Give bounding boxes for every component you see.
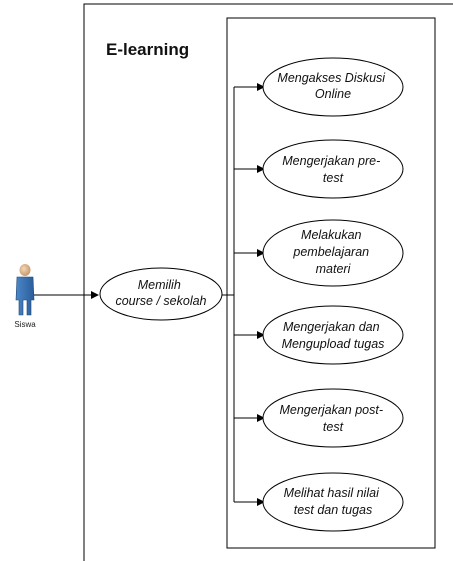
use-case-label: Mengakses Diskusi Online bbox=[277, 71, 388, 101]
use-case-label: Mengerjakan post- test bbox=[279, 403, 386, 434]
actor-body-icon bbox=[15, 276, 35, 316]
use-case-ellipse bbox=[262, 388, 404, 448]
use-case-label-line: Online bbox=[315, 87, 351, 101]
use-case-melakukan-pembelajaran: Melakukan pembelajaran materi bbox=[262, 219, 404, 287]
use-case-label: Melihat hasil nilai test dan tugas bbox=[284, 486, 383, 517]
use-case-melihat-hasil-nilai: Melihat hasil nilai test dan tugas bbox=[262, 472, 404, 532]
use-case-label-line: test bbox=[323, 171, 344, 185]
use-case-label-line: Melihat hasil nilai bbox=[284, 486, 380, 500]
use-case-label-line: materi bbox=[316, 262, 352, 276]
use-case-label-line: Memilih bbox=[138, 278, 181, 292]
system-boundary bbox=[83, 3, 453, 561]
use-case-label-line: Mengerjakan pre- bbox=[282, 154, 380, 168]
use-case-label: Mengerjakan dan Mengupload tugas bbox=[282, 320, 385, 351]
actor-siswa: Siswa bbox=[14, 264, 36, 329]
use-case-ellipse bbox=[99, 267, 223, 321]
use-case-label-line: Mengerjakan post- bbox=[279, 403, 383, 417]
use-case-label: Memilih course / sekolah bbox=[115, 278, 206, 308]
use-case-label: Melakukan pembelajaran materi bbox=[292, 228, 372, 276]
actor-label: Siswa bbox=[14, 320, 36, 329]
system-title: E-learning bbox=[106, 40, 189, 59]
use-case-ellipse bbox=[262, 472, 404, 532]
use-case-ellipse bbox=[262, 57, 404, 117]
use-case-ellipse bbox=[262, 139, 404, 199]
use-case-mengerjakan-tugas: Mengerjakan dan Mengupload tugas bbox=[262, 305, 404, 365]
use-case-label-line: test bbox=[323, 420, 344, 434]
use-case-mengerjakan-post-test: Mengerjakan post- test bbox=[262, 388, 404, 448]
use-case-label-line: course / sekolah bbox=[115, 294, 206, 308]
use-case-ellipse bbox=[262, 219, 404, 287]
use-case-mengakses-diskusi: Mengakses Diskusi Online bbox=[262, 57, 404, 117]
use-case-ellipse bbox=[262, 305, 404, 365]
use-case-mengerjakan-pre-test: Mengerjakan pre- test bbox=[262, 139, 404, 199]
use-case-label-line: Mengerjakan dan bbox=[283, 320, 380, 334]
actor-head-icon bbox=[19, 264, 31, 276]
use-case-label-line: Mengakses Diskusi bbox=[277, 71, 386, 85]
use-case-label-line: test dan tugas bbox=[294, 503, 373, 517]
use-case-label: Mengerjakan pre- test bbox=[282, 154, 383, 185]
use-case-memilih-course: Memilih course / sekolah bbox=[99, 267, 223, 321]
inner-boundary bbox=[226, 17, 436, 549]
use-case-label-line: Melakukan bbox=[301, 228, 361, 242]
use-case-label-line: pembelajaran bbox=[292, 245, 369, 259]
use-case-label-line: Mengupload tugas bbox=[282, 337, 385, 351]
